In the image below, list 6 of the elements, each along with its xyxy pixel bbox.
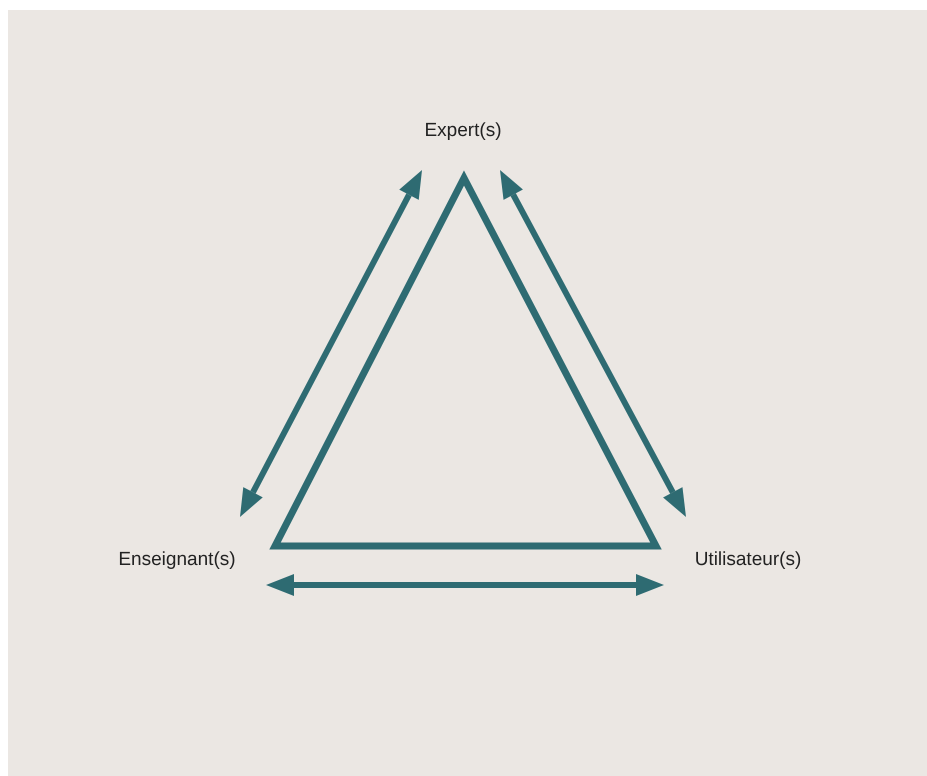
- arrow: [240, 170, 422, 517]
- node-label: Expert(s): [424, 120, 502, 142]
- node-label: Enseignant(s): [118, 549, 236, 571]
- arrow: [500, 170, 686, 517]
- node-label: Utilisateur(s): [694, 549, 802, 571]
- arrow: [266, 574, 664, 596]
